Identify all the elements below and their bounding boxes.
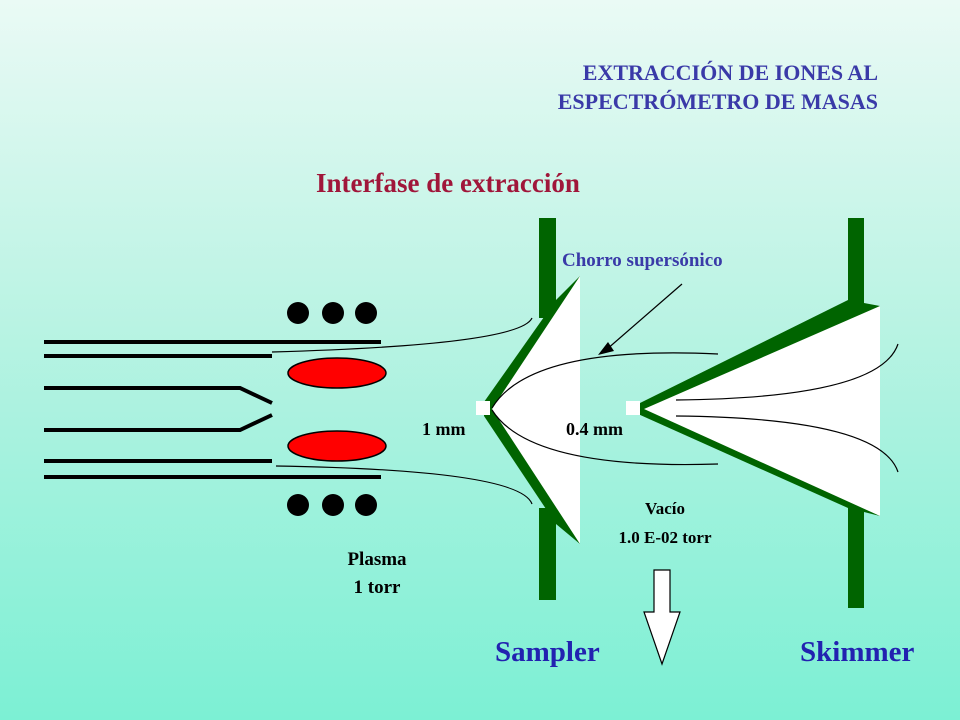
sampler-wall-upper — [539, 218, 556, 318]
load-coil — [287, 302, 387, 516]
skimmer-wall-lower — [848, 500, 864, 608]
sampler-orifice — [476, 401, 490, 415]
section-heading: Interfase de extracción — [316, 168, 580, 198]
plasma-label: Plasma 1 torr — [322, 546, 432, 602]
skimmer-wall-upper — [848, 218, 864, 318]
plasma-ellipse-top — [287, 357, 387, 389]
slide-title: EXTRACCIÓN DE IONES AL ESPECTRÓMETRO DE … — [558, 58, 878, 116]
torch-inner-tube-bottom — [44, 413, 273, 432]
skimmer-orifice-label: 0.4 mm — [566, 419, 623, 439]
sampler-wall-lower — [539, 508, 556, 600]
jet-pointer-arrowhead — [598, 342, 614, 355]
skimmer-cone-interior — [644, 306, 880, 516]
skimmer-label: Skimmer — [800, 636, 915, 668]
skimmer-streamline-outer-top — [675, 343, 899, 401]
vacuum-label: Vacío 1.0 E-02 torr — [600, 494, 730, 552]
sampler-orifice-label: 1 mm — [422, 419, 466, 439]
vacuum-title: Vacío — [645, 499, 685, 518]
jet-streamline-bottom — [491, 409, 719, 466]
skimmer-orifice — [626, 401, 640, 415]
sampler-cone — [476, 218, 580, 600]
supersonic-jet-lines — [491, 343, 899, 473]
jet-pointer-arrow — [598, 283, 683, 355]
coil-dot — [322, 494, 344, 516]
coil-dot — [287, 494, 309, 516]
torch-tubes — [44, 340, 381, 479]
plasma-title: Plasma — [347, 549, 407, 570]
plasma-flow-line-bottom — [275, 465, 533, 505]
plasma-ellipse-bottom — [287, 430, 387, 462]
coil-dot — [287, 302, 309, 324]
coil-dot — [355, 302, 377, 324]
plasma-pressure: 1 torr — [353, 577, 401, 598]
sampler-cone-interior — [492, 276, 580, 544]
skimmer-streamline-inner-top — [675, 415, 899, 473]
jet-pointer-line — [605, 283, 683, 351]
slide-title-line-2: ESPECTRÓMETRO DE MASAS — [557, 89, 878, 114]
plasma-flow-line-top — [271, 317, 533, 353]
slide-title-line-1: EXTRACCIÓN DE IONES AL — [582, 60, 878, 85]
torch-inner-tube-top — [44, 386, 273, 405]
supersonic-jet-label: Chorro supersónico — [562, 250, 723, 271]
coil-dot — [355, 494, 377, 516]
sampler-label: Sampler — [495, 636, 600, 668]
vacuum-pump-arrow — [643, 569, 681, 666]
skimmer-cone — [626, 218, 880, 608]
jet-streamline-top — [491, 352, 719, 409]
vacuum-pressure: 1.0 E-02 torr — [618, 528, 712, 547]
coil-dot — [322, 302, 344, 324]
